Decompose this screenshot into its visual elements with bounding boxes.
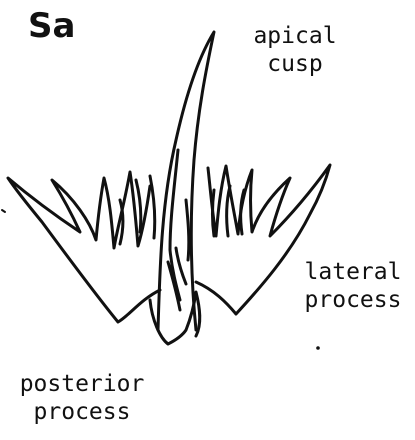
panel-label: Sa	[28, 6, 75, 46]
median-ridge-detail	[168, 150, 189, 310]
lateral-process-label: lateral process	[292, 258, 414, 314]
posterior-label-line2: process	[2, 398, 162, 426]
lateral-label-line2: process	[292, 286, 414, 314]
stray-dot-mark	[316, 346, 320, 350]
left-process-outline	[8, 172, 160, 322]
apical-label-line1: apical	[240, 22, 350, 50]
edge-mark	[2, 210, 5, 212]
lateral-label-line1: lateral	[292, 258, 414, 286]
posterior-label-line1: posterior	[2, 370, 162, 398]
apical-label-line2: cusp	[240, 50, 350, 78]
apical-cusp-label: apical cusp	[240, 22, 350, 78]
posterior-process-label: posterior process	[2, 370, 162, 426]
